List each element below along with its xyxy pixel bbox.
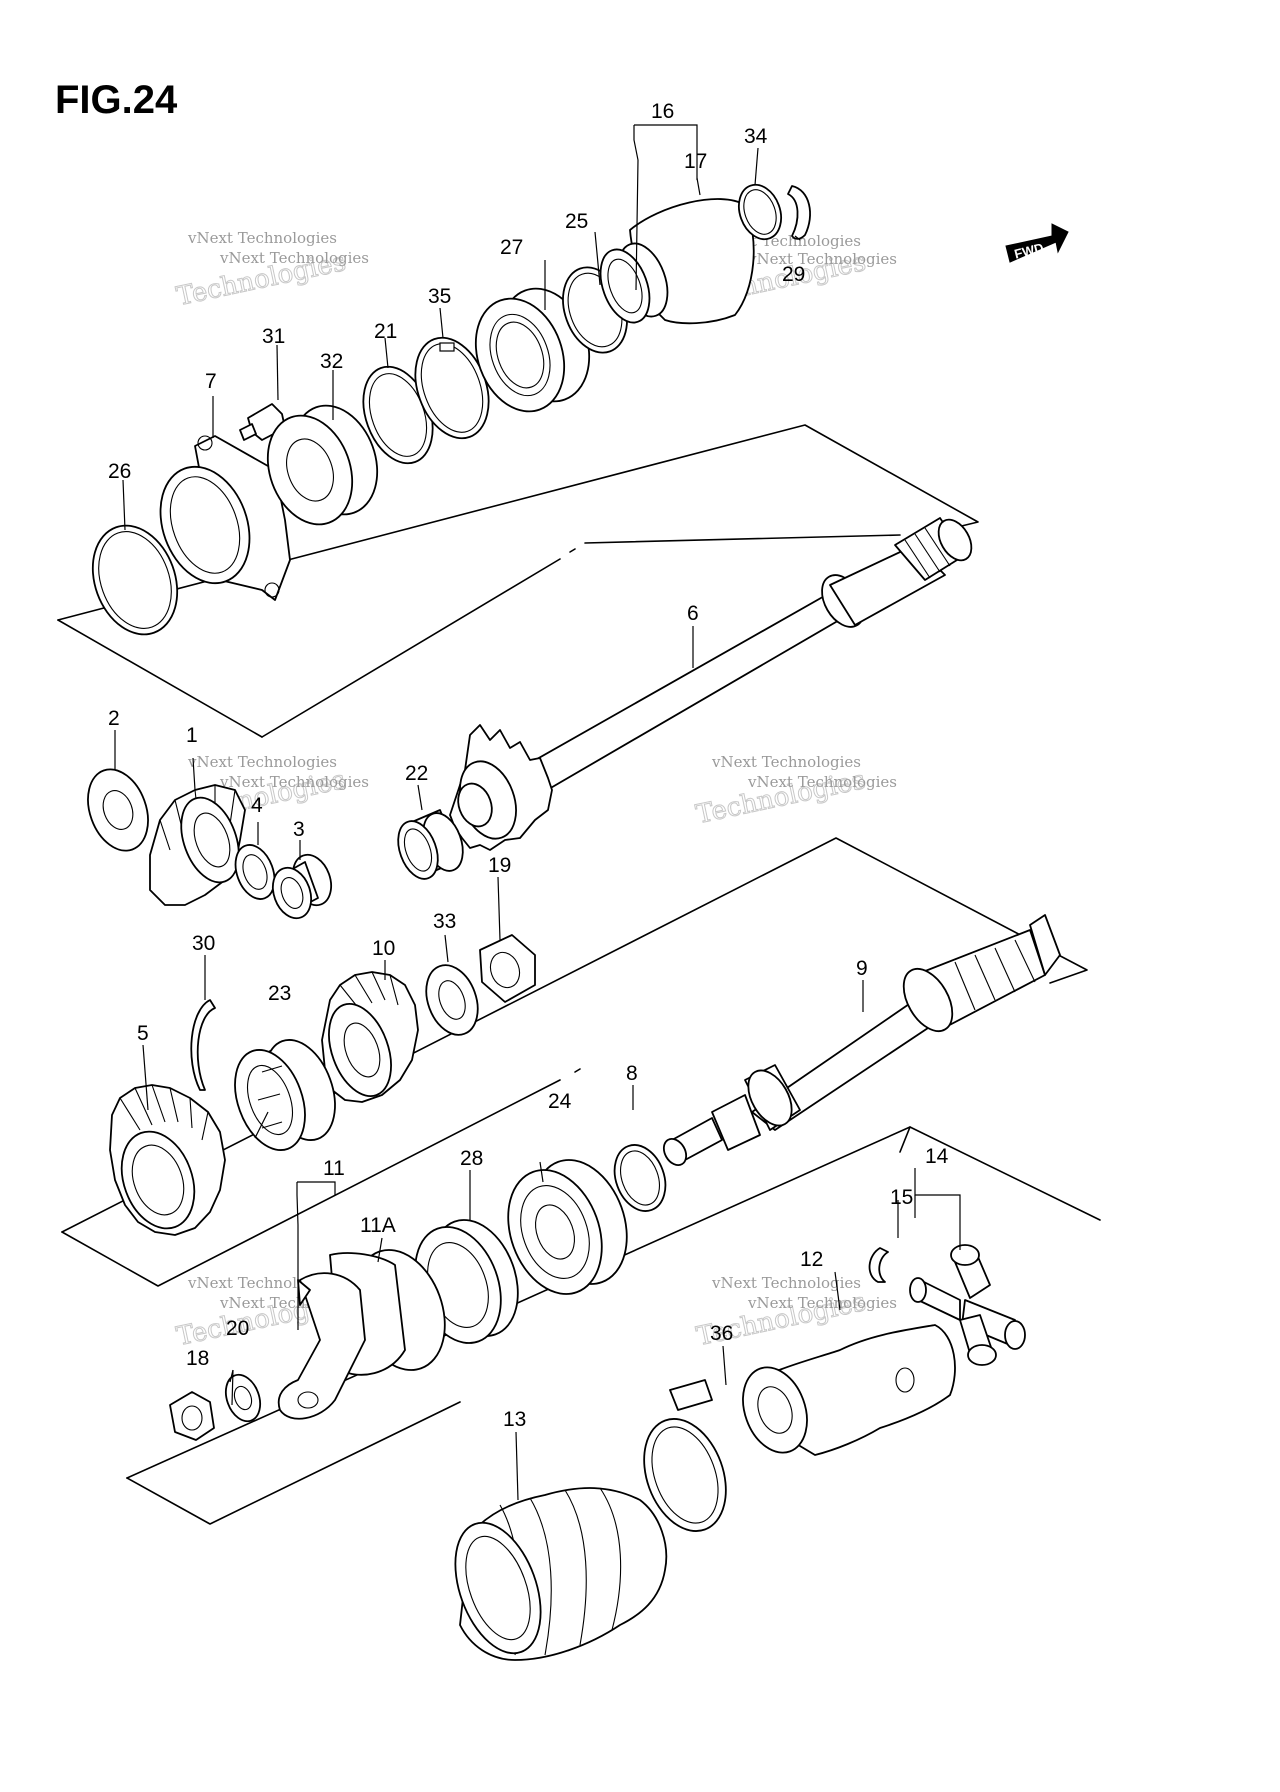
figure-title: FIG.24 — [55, 78, 178, 122]
watermark-small: vNext Technologies — [711, 753, 861, 771]
watermark-small: vNext Technologies — [219, 773, 369, 791]
part-2-washer — [87, 768, 149, 852]
part-32-bearing — [266, 404, 379, 526]
callout-13: 13 — [503, 1408, 526, 1431]
part-29-snap-ring — [787, 185, 811, 240]
watermark-small: vNext Technologies — [747, 1294, 897, 1312]
callout-9: 9 — [856, 957, 868, 980]
callout-4: 4 — [251, 794, 263, 817]
part-7-bearing-housing — [159, 435, 291, 601]
callout-26: 26 — [108, 460, 131, 483]
part-20-washer — [224, 1373, 262, 1423]
part-36-clamp — [643, 1379, 727, 1532]
watermark-4: Technologies vNext Technologies vNext Te… — [693, 753, 897, 831]
callout-35: 35 — [428, 285, 451, 308]
fwd-label: FWD — [1013, 240, 1045, 262]
part-5-ring-gear — [109, 1084, 226, 1236]
callout-10: 10 — [372, 937, 395, 960]
part-11-yoke-flange — [277, 1249, 446, 1420]
callout-15: 15 — [890, 1186, 913, 1209]
fwd-arrow-icon: FWD — [1005, 223, 1069, 263]
watermark-small: vNext Technologies — [747, 773, 897, 791]
part-8-washer — [613, 1144, 667, 1212]
leader-lines — [114, 124, 961, 1501]
callout-labels: 1 2 3 4 5 6 7 8 9 10 11 11A 12 13 14 15 … — [108, 100, 949, 1431]
callout-8: 8 — [626, 1062, 638, 1085]
callout-33: 33 — [433, 910, 456, 933]
callout-12: 12 — [800, 1248, 823, 1271]
part-18-nut — [169, 1391, 215, 1441]
watermark-small: vNext Technologies — [187, 753, 337, 771]
callout-20: 20 — [226, 1317, 249, 1340]
watermark-small: vNext Technologies — [711, 1274, 861, 1292]
callout-29: 29 — [782, 263, 805, 286]
part-13-boot — [454, 1487, 668, 1661]
watermark-small: vNext Technologies — [219, 249, 369, 267]
part-10-bevel-gear — [321, 971, 419, 1103]
callout-16: 16 — [651, 100, 674, 123]
part-1-bevel-gear — [149, 784, 246, 906]
part-6-gear — [449, 724, 553, 851]
callout-11: 11 — [323, 1157, 345, 1180]
part-15-snap-ring — [868, 1247, 889, 1283]
callout-3: 3 — [293, 818, 305, 841]
callout-11a: 11A — [360, 1214, 396, 1237]
part-19-hex-nut — [479, 934, 536, 1003]
part-9-output-shaft — [662, 914, 1061, 1167]
callout-21: 21 — [374, 320, 397, 343]
watermark-1: Technologies vNext Technologies vNext Te… — [173, 229, 369, 313]
callout-28: 28 — [460, 1147, 483, 1170]
callout-7: 7 — [205, 370, 217, 393]
part-14-universal-joint — [909, 1244, 1026, 1366]
callout-31: 31 — [262, 325, 285, 348]
part-26-o-ring — [91, 524, 179, 636]
callout-36: 36 — [710, 1322, 733, 1345]
callout-32: 32 — [320, 350, 343, 373]
watermark-small: vNext Technologies — [187, 229, 337, 247]
callout-19: 19 — [488, 854, 511, 877]
callout-25: 25 — [565, 210, 588, 233]
part-3-bushing — [271, 853, 333, 920]
part-30-circlip — [190, 999, 216, 1091]
part-12-yoke — [742, 1324, 956, 1456]
part-24-ball-bearing — [507, 1159, 628, 1295]
callout-2: 2 — [108, 707, 120, 730]
part-22-needle-bearing — [397, 809, 464, 880]
callout-1: 1 — [186, 724, 198, 747]
callout-34: 34 — [744, 125, 768, 148]
callout-24: 24 — [548, 1090, 572, 1113]
callout-30: 30 — [192, 932, 215, 955]
assembly-frames — [57, 424, 1101, 1525]
watermark-small: vNext Technologies — [747, 250, 897, 268]
part-33-washer — [425, 964, 479, 1036]
part-17-coupling-sleeve — [599, 198, 755, 325]
callout-27: 27 — [500, 236, 523, 259]
callout-23: 23 — [268, 982, 291, 1005]
part-4-washer — [234, 844, 276, 900]
part-23-roller-bearing — [234, 1039, 336, 1151]
part-21-shim — [362, 365, 434, 465]
callout-17: 17 — [684, 150, 707, 173]
callout-5: 5 — [137, 1022, 149, 1045]
callout-22: 22 — [405, 762, 428, 785]
part-34-snap-ring — [738, 183, 782, 241]
callout-14: 14 — [925, 1145, 949, 1168]
part-6-shaft — [499, 517, 973, 801]
callout-6: 6 — [687, 602, 699, 625]
callout-18: 18 — [186, 1347, 209, 1370]
